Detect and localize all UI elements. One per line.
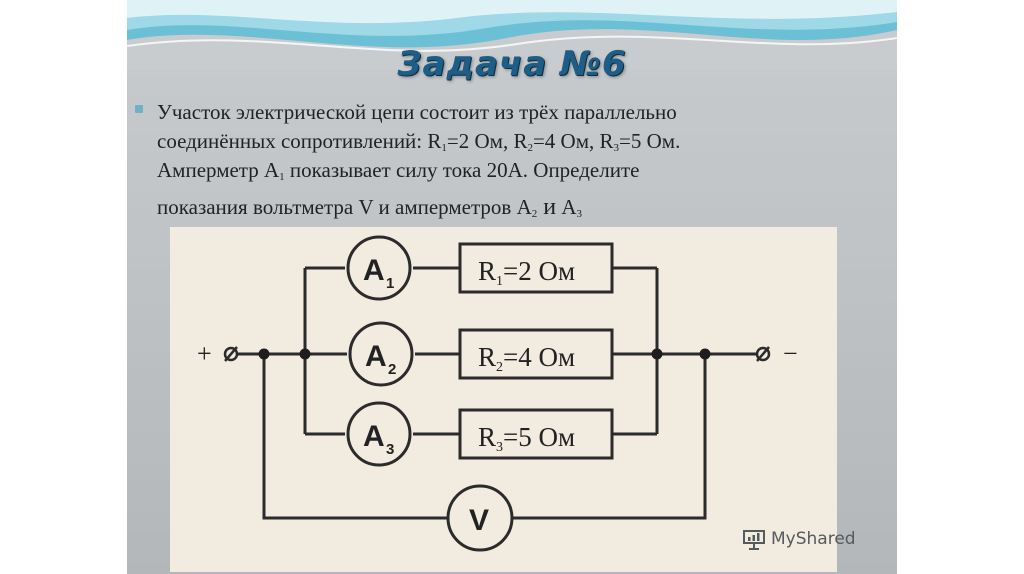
problem-line-4-text-a: показания вольтметра V и амперметров А: [157, 195, 532, 219]
problem-line-4: показания вольтметра V и амперметров А2 …: [157, 193, 582, 226]
junction-dot: [651, 348, 663, 360]
ammeter-a2-index: 2: [388, 361, 396, 378]
wire-voltmeter-loop: [262, 354, 707, 520]
voltmeter-letter: V: [469, 504, 489, 537]
problem-line-2-text-d: =5 Ом.: [619, 129, 681, 153]
junction-dot: [699, 348, 711, 360]
circuit-diagram: + − A 1 A 2 A 3 R1=2 Ом: [197, 235, 798, 552]
problem-line-1-text: Участок электрической цепи состоит из тр…: [157, 100, 677, 124]
resistor-r2-symbol: R: [478, 342, 496, 372]
subscript: 3: [576, 208, 583, 220]
ammeter-a1-index: 1: [386, 275, 394, 292]
ammeter-a1: A 1: [346, 235, 412, 301]
resistor-r1: R1=2 Ом: [458, 242, 614, 294]
junction-dot: [299, 348, 311, 360]
watermark-text: MyShared: [771, 529, 856, 549]
problem-line-2-text-c: =4 Ом, R: [532, 129, 614, 153]
subscript: 3: [613, 142, 620, 154]
bullet-marker: [135, 105, 143, 113]
subscript: 2: [527, 142, 533, 154]
ammeter-a2: A 2: [348, 321, 414, 387]
problem-line-2-text-a: соединённых сопротивлений: R: [157, 129, 442, 153]
resistor-r2-index: 2: [496, 360, 503, 375]
ammeter-a3: A 3: [346, 401, 412, 467]
problem-line-4-text-b: и: [537, 194, 557, 220]
problem-line-3: Амперметр А1 показывает силу тока 20А. О…: [157, 156, 639, 189]
resistor-r3-symbol: R: [478, 422, 496, 452]
plus-terminal-node: [223, 346, 239, 362]
plus-terminal-label: +: [197, 339, 212, 368]
presentation-icon: [743, 530, 765, 550]
ammeter-a2-letter: A: [365, 340, 387, 373]
problem-line-2-text-b: =2 Ом, R: [446, 129, 528, 153]
resistor-r3-value: =5 Ом: [503, 422, 575, 452]
subscript: 2: [531, 208, 538, 220]
resistor-r1-index: 1: [496, 274, 503, 289]
voltmeter: V: [446, 484, 514, 552]
resistor-r2: R2=4 Ом: [458, 328, 614, 380]
resistor-r2-value: =4 Ом: [503, 342, 575, 372]
ammeter-a3-index: 3: [386, 441, 394, 458]
resistor-r3-index: 3: [496, 440, 503, 455]
svg-text:R1=2 Ом: R1=2 Ом: [478, 256, 575, 289]
subscript: 1: [441, 142, 447, 154]
header-waves: [127, 0, 897, 70]
svg-text:R3=5 Ом: R3=5 Ом: [478, 422, 575, 455]
problem-line-3-text-a: Амперметр А: [157, 158, 280, 182]
slide-title: Задача №6: [397, 44, 627, 84]
minus-terminal-label: −: [783, 339, 798, 368]
problem-line-2: соединённых сопротивлений: R1=2 Ом, R2=4…: [157, 127, 680, 160]
minus-terminal-node: [755, 346, 771, 362]
ammeter-a1-letter: A: [363, 254, 385, 287]
resistor-r1-value: =2 Ом: [503, 256, 575, 286]
problem-line-3-text-b: показывает силу тока 20А. Определите: [284, 158, 640, 182]
slide: Задача №6 Участок электрической цепи сос…: [127, 0, 897, 574]
watermark: MyShared: [742, 527, 856, 551]
svg-text:R2=4 Ом: R2=4 Ом: [478, 342, 575, 375]
problem-line-4-text-c: А: [556, 195, 577, 219]
ammeter-a3-letter: A: [363, 420, 385, 453]
junction-dot: [258, 348, 270, 360]
problem-line-1: Участок электрической цепи состоит из тр…: [157, 98, 677, 127]
subscript: 1: [279, 171, 285, 183]
resistor-r1-symbol: R: [478, 256, 496, 286]
resistor-r3: R3=5 Ом: [458, 408, 614, 460]
